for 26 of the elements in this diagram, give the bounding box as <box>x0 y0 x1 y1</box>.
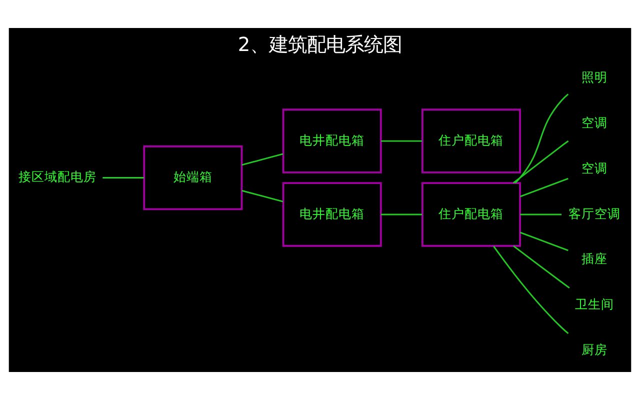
node-box: 始端箱 <box>143 145 243 210</box>
connector <box>242 153 284 166</box>
connector <box>102 177 144 178</box>
node-text: 空调 <box>581 114 608 130</box>
node-text: 客厅空调 <box>568 206 620 221</box>
diagram-title: 2、建筑配电系统图 <box>238 33 402 56</box>
node-box: 电井配电箱 <box>282 182 382 247</box>
connector <box>381 140 422 142</box>
node-box: 住户配电箱 <box>421 182 521 247</box>
connector <box>520 232 568 252</box>
node-text: 接区域配电房 <box>18 169 97 184</box>
connector <box>493 246 569 334</box>
node-text: 插座 <box>581 251 608 266</box>
connector <box>514 94 569 184</box>
connector <box>242 190 284 202</box>
node-text: 厨房 <box>581 342 608 358</box>
connector <box>520 214 562 216</box>
connector <box>513 245 570 288</box>
connector <box>520 178 568 198</box>
connector <box>512 140 569 184</box>
node-text: 卫生间 <box>574 296 614 312</box>
node-text: 照明 <box>581 70 608 85</box>
node-box: 住户配电箱 <box>421 108 521 174</box>
node-box: 电井配电箱 <box>282 108 382 174</box>
connector <box>381 214 422 216</box>
node-text: 空调 <box>581 160 608 176</box>
